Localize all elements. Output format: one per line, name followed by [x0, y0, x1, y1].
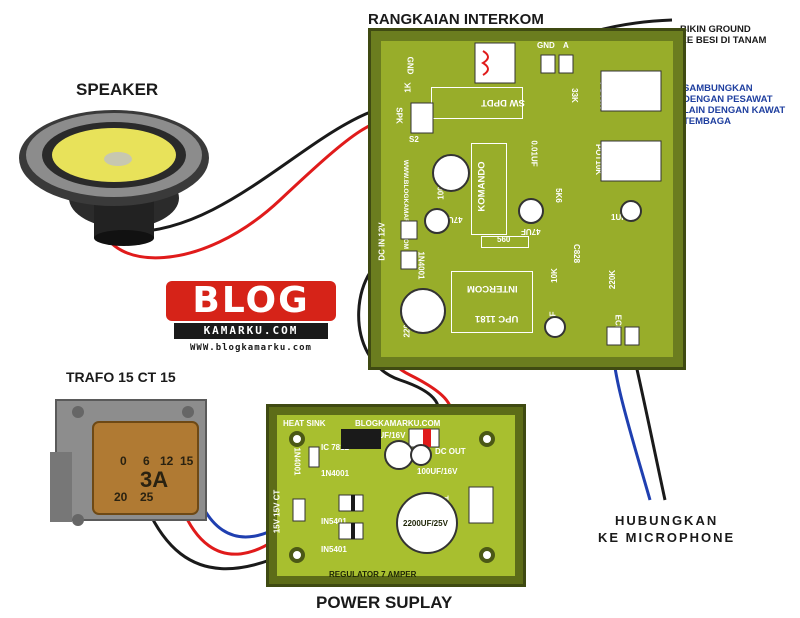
transformer: 0 6 12 15 3A 20 25	[48, 392, 218, 532]
power-label-2200uf: 2200UF/25V	[403, 519, 448, 528]
blog-logo: BLOG KAMARKU.COM WWW.blogkamarku.com	[166, 281, 336, 361]
mount-hole-tl	[289, 431, 305, 447]
interkom-title: RANGKAIAN INTERKOM	[368, 11, 544, 28]
power-label-100uf-b: 100UF/16V	[417, 467, 458, 476]
mic-note: HUBUNGKAN KE MICROPHONE	[598, 513, 736, 545]
pesawat-note: SAMBUNGKAN DENGAN PESAWAT LAIN DENGAN KA…	[683, 83, 786, 127]
power-label-heatsink: HEAT SINK	[283, 419, 326, 428]
trafo-mark-12: 12	[160, 454, 174, 468]
mount-hole-tr	[479, 431, 495, 447]
trafo-mark-25: 25	[140, 490, 154, 504]
pcb-label-1uf: 1UF	[611, 213, 627, 222]
speaker-image	[19, 110, 209, 246]
mount-hole-bl	[289, 547, 305, 563]
speaker-title: SPEAKER	[76, 80, 159, 99]
trafo-mark-15: 15	[180, 454, 194, 468]
power-label-d2: 1N4001	[321, 469, 350, 478]
power-label-regulator: REGULATOR 7 AMPER	[329, 570, 417, 579]
transformer-body-icon	[50, 399, 207, 526]
power-label-ic: IC 7812	[321, 443, 350, 452]
power-label-d3: IN5401	[321, 517, 347, 526]
power-label-site: BLOGKAMARKU.COM	[355, 419, 441, 428]
power-title: POWER SUPLAY	[316, 593, 453, 612]
logo-main-text: BLOG	[166, 281, 336, 321]
pcb-label-gnd2: GND	[537, 41, 555, 50]
ic-outline	[451, 271, 533, 333]
interkom-pcb: GND A GND SPK S2 SW DPDT WWW.BLOGKAMARKU…	[368, 28, 686, 370]
trafo-title: TRAFO 15 CT 15	[66, 369, 176, 385]
power-label-dcout: DC OUT	[435, 447, 466, 456]
trafo-mark-20: 20	[114, 490, 128, 504]
pcb-label-s2: S2	[409, 135, 419, 144]
pcb-label-a: A	[563, 41, 569, 50]
logo-sub-text: KAMARKU.COM	[174, 323, 328, 339]
logo-url-text: WWW.blogkamarku.com	[190, 343, 312, 353]
trafo-mark-6: 6	[143, 454, 150, 468]
power-label-100uf-a: 100UF/16V	[365, 431, 406, 440]
komando-outline	[471, 143, 507, 235]
power-label-d4: IN5401	[321, 545, 347, 554]
trafo-mark-0: 0	[120, 454, 127, 468]
trafo-mark-amp: 3A	[140, 467, 169, 492]
power-components	[292, 428, 494, 554]
mount-hole-br	[479, 547, 495, 563]
power-pcb: HEAT SINK BLOGKAMARKU.COM 100UF/16V 100U…	[266, 404, 526, 587]
r560-outline	[481, 236, 529, 248]
ground-note: BIKIN GROUND KE BESI DI TANAM	[680, 24, 767, 46]
pcb-label-560: 560	[497, 235, 511, 244]
interkom-components	[400, 42, 662, 346]
